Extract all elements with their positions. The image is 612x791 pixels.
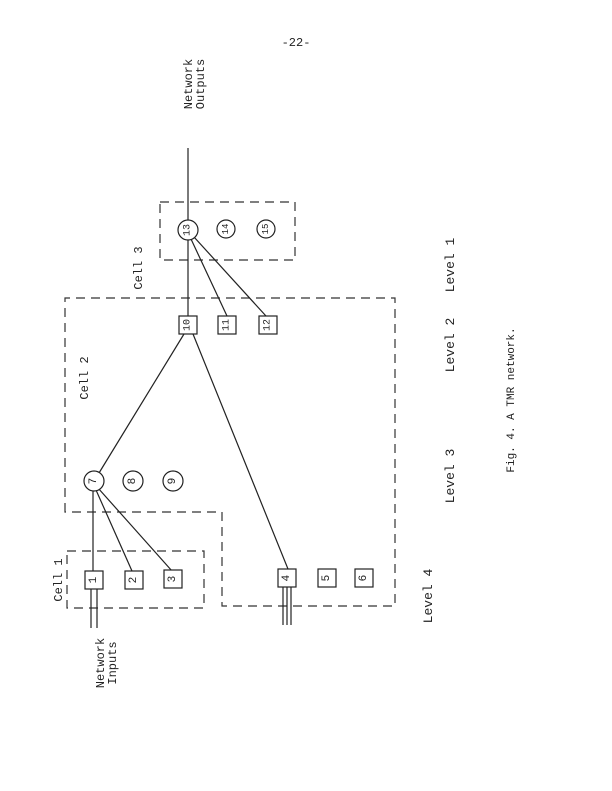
wire-4-10	[192, 333, 289, 570]
level-2-label: Level 2	[443, 318, 458, 373]
node-9: 9	[162, 470, 184, 492]
node-4: 4	[277, 568, 297, 588]
svg-text:10: 10	[183, 319, 194, 331]
svg-text:4: 4	[281, 574, 293, 581]
node-11: 11	[217, 315, 237, 335]
svg-text:6: 6	[358, 575, 370, 582]
node-1: 1	[84, 570, 104, 590]
cell-3-label: Cell 3	[132, 246, 146, 289]
page-number: -22-	[282, 36, 311, 50]
svg-text:14: 14	[221, 224, 231, 235]
cell-2-label: Cell 2	[78, 356, 92, 399]
node-5: 5	[317, 568, 337, 588]
network-inputs-label-line1: Network	[94, 638, 108, 688]
cell-1-box	[66, 550, 205, 609]
svg-text:11: 11	[222, 319, 233, 331]
svg-text:12: 12	[263, 319, 274, 331]
wire-3-7	[97, 487, 173, 572]
node-15: 15	[256, 219, 276, 239]
svg-text:5: 5	[321, 575, 333, 582]
node-13: 13	[177, 219, 199, 241]
wire-12-13	[193, 236, 267, 317]
cell-3-box	[159, 201, 296, 261]
connections	[90, 148, 292, 628]
node-12: 12	[258, 315, 278, 335]
node-3: 3	[163, 569, 183, 589]
node-14: 14	[216, 219, 236, 239]
wire-2-7	[95, 489, 133, 572]
node-8: 8	[122, 470, 144, 492]
network-outputs-label-line2: Outputs	[194, 59, 208, 109]
level-1-label: Level 1	[443, 237, 458, 292]
svg-text:3: 3	[167, 576, 179, 583]
cell-1-label: Cell 1	[52, 558, 66, 601]
wire-11-13	[190, 238, 228, 317]
cell-2-box	[64, 297, 396, 607]
wire-7-10	[98, 333, 185, 474]
node-7: 7	[83, 470, 105, 492]
network-inputs-label-line2: Inputs	[106, 641, 120, 684]
level-3-label: Level 3	[443, 449, 458, 504]
svg-text:15: 15	[261, 224, 271, 235]
svg-text:2: 2	[128, 577, 140, 584]
svg-text:1: 1	[88, 576, 100, 583]
svg-text:8: 8	[127, 478, 139, 485]
node-2: 2	[124, 570, 144, 590]
node-10: 10	[178, 315, 198, 335]
svg-text:7: 7	[88, 478, 100, 485]
figure-caption: Fig. 4. A TMR network.	[506, 327, 518, 472]
node-6: 6	[354, 568, 374, 588]
svg-text:13: 13	[183, 224, 194, 236]
svg-text:9: 9	[167, 478, 179, 485]
network-outputs-label-line1: Network	[182, 59, 196, 109]
level-4-label: Level 4	[421, 568, 436, 623]
